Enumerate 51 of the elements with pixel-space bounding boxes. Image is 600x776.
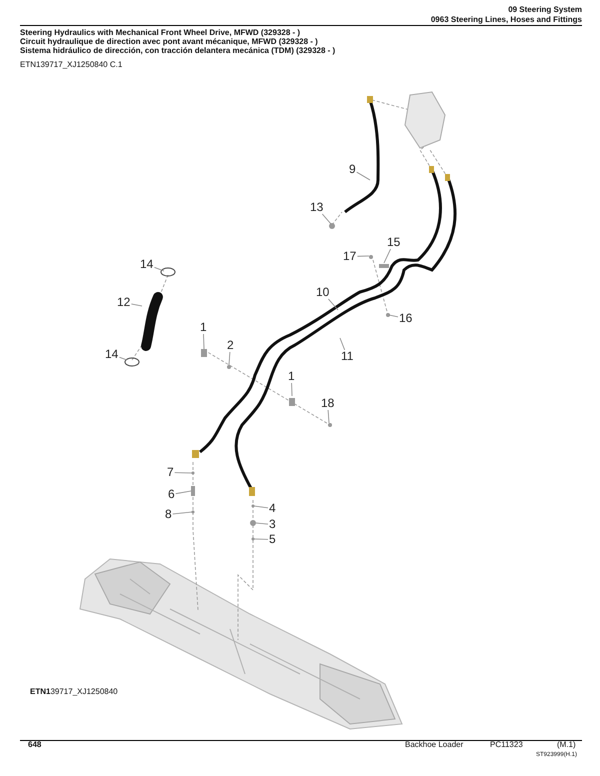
figure-title: Circuit hydraulique de direction avec pont avant mécanique, MFWD (329328 - ) <box>20 37 318 47</box>
catalog-number: PC11323 <box>490 740 523 750</box>
subsection-heading: 0963 Steering Lines, Hoses and Fittings <box>430 15 582 25</box>
revision-code: (M.1) <box>557 740 576 750</box>
figure-reference: ETN139717_XJ1250840 <box>30 687 118 697</box>
callout-number: 9 <box>348 163 357 176</box>
callout-number: 18 <box>320 397 336 410</box>
leader-line <box>384 248 391 264</box>
leader-line <box>256 522 268 524</box>
callout-number: 14 <box>139 258 154 271</box>
callout-number: 15 <box>386 236 402 249</box>
leader-line <box>254 538 268 540</box>
section-heading: 09 Steering System <box>508 5 582 15</box>
callout-number: 1 <box>199 321 208 334</box>
figure-title: Steering Hydraulics with Mechanical Front Wheel Drive, MFWD (329328 - ) <box>20 28 300 38</box>
page-number: 648 <box>28 740 42 750</box>
leader-line <box>388 314 398 318</box>
leader-line <box>228 352 230 366</box>
callout-number: 13 <box>309 201 324 214</box>
callout-number: 4 <box>268 502 277 515</box>
leader-line <box>203 334 204 350</box>
callout-number: 5 <box>268 533 277 546</box>
callout-number: 17 <box>342 250 358 263</box>
leader-line <box>131 304 142 306</box>
callout-number: 2 <box>226 339 235 352</box>
leader-line <box>172 512 192 514</box>
callout-number: 14 <box>104 348 120 361</box>
callout-number: 3 <box>268 518 277 531</box>
callout-number: 8 <box>164 508 173 521</box>
callout-number: 10 <box>315 286 330 299</box>
leader-line <box>357 256 370 257</box>
leader-line <box>174 472 192 474</box>
callout-number: 12 <box>116 296 132 309</box>
callout-number: 1 <box>287 370 296 383</box>
leader-line <box>119 356 128 360</box>
leader-line <box>328 410 330 424</box>
leader-line <box>254 506 268 508</box>
leader-line <box>328 298 338 310</box>
publication-name: Backhoe Loader <box>405 740 464 750</box>
leader-line <box>291 382 292 396</box>
callout-number: 7 <box>166 466 175 479</box>
callout-number: 6 <box>167 488 176 501</box>
leader-line <box>322 214 332 224</box>
callout-number: 16 <box>398 312 414 325</box>
leader-line <box>154 267 164 272</box>
callout-number: 11 <box>340 350 354 363</box>
leader-line <box>340 338 346 350</box>
leader-line <box>356 172 370 180</box>
leader-line <box>175 490 192 494</box>
figure-title: Sistema hidráulico de dirección, con tracción delantera mecánica (TDM) (329328 - ) <box>20 46 336 56</box>
figure-reference: ETN139717_XJ1250840 C.1 <box>20 60 122 70</box>
